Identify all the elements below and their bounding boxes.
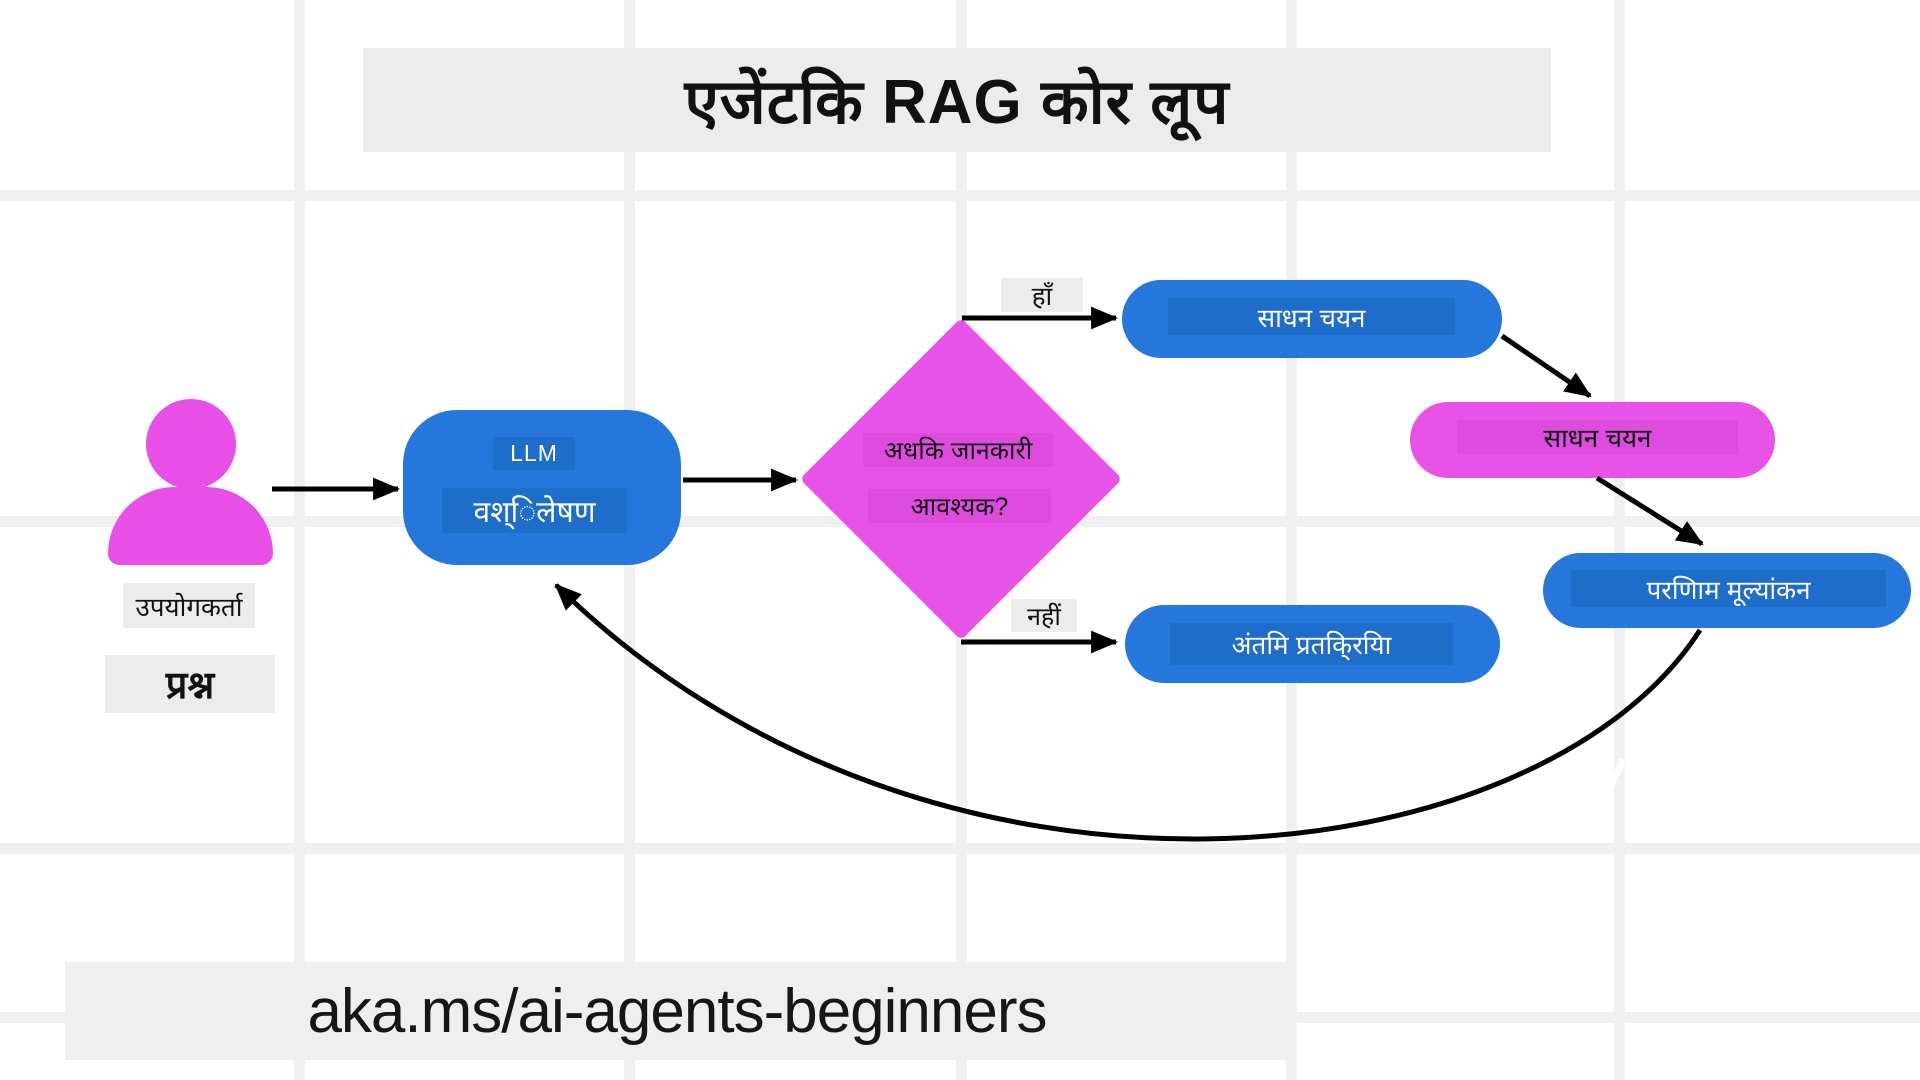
decision-text-line1: अधकि जानकारी (863, 433, 1053, 467)
user-label: उपयोगकर्ता (123, 583, 255, 628)
decision-text-line2: आवश्यक? (868, 489, 1051, 523)
caption-link: aka.ms/ai-agents-beginners (65, 962, 1289, 1060)
grid-line (1286, 0, 1297, 1080)
result-evaluation-label: परणिाम मूल्यांकन (1571, 570, 1886, 607)
question-label: प्रश्न (105, 655, 275, 713)
grid-line (294, 0, 305, 1080)
tool-selection-2-label: साधन चयन (1457, 420, 1738, 454)
diagram-title: एजेंटकि RAG कोर लूप (363, 48, 1551, 152)
decision-diamond (799, 317, 1123, 641)
grid-line (0, 190, 1920, 201)
yes-edge-label: हाँ (1001, 278, 1083, 312)
arrow-tool2-to-result (1595, 475, 1704, 547)
grid-line (0, 843, 1920, 854)
grid-line (1614, 0, 1625, 1080)
user-icon-body (108, 487, 273, 565)
arrow-tool-to-tool2 (1500, 333, 1592, 399)
llm-tag: LLM (493, 437, 575, 470)
user-icon (146, 399, 236, 489)
llm-node (403, 410, 681, 565)
arrow-loop-result-to-llm (554, 583, 1703, 842)
no-edge-label: नहीं (1011, 599, 1077, 632)
llm-analysis-label: वश्िलेषण (442, 488, 627, 533)
final-response-label: अंतमि प्रतकि्रयिा (1170, 623, 1453, 665)
tool-selection-label: साधन चयन (1168, 298, 1455, 335)
